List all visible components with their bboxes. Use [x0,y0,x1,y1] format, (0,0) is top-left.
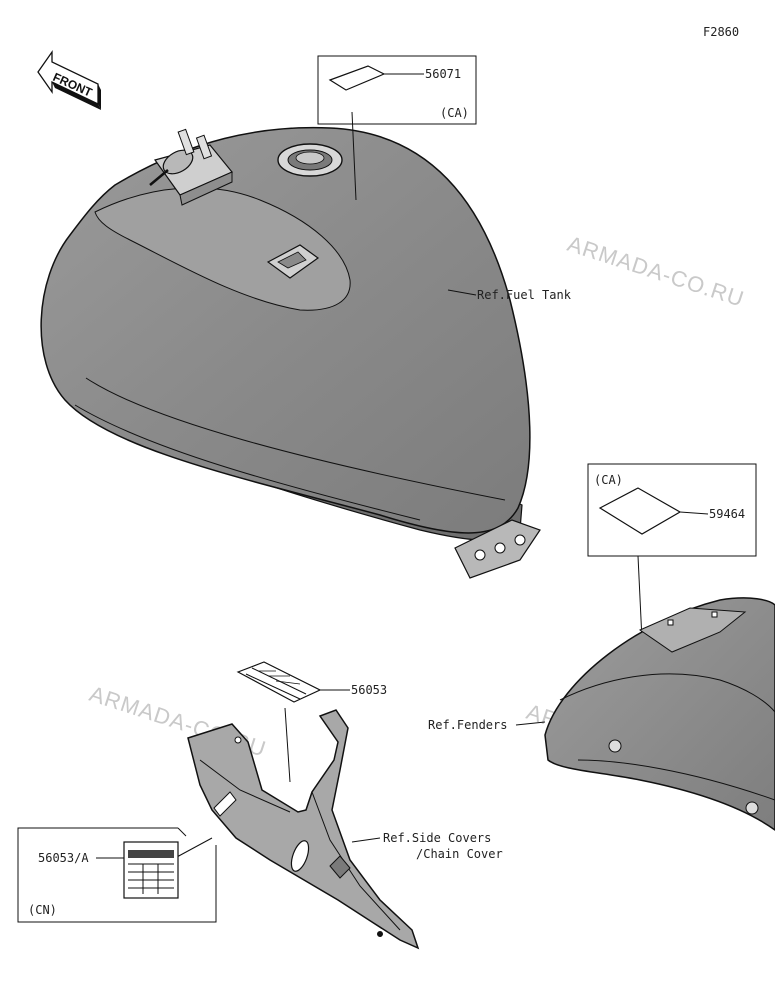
label-decal-56053a [123,841,179,899]
tank-fitting [149,128,233,206]
callout-box-59464: (CA) 59464 [587,463,757,641]
region-ca-right: (CA) [594,473,623,487]
figure-code: F2860 [703,25,739,39]
region-cn: (CN) [28,903,57,917]
ref-fuel-tank-label: Ref.Fuel Tank [477,288,572,302]
fuel-tank [40,126,541,579]
tank-rear-mount [454,519,541,579]
callout-box-56053a: 56053/A (CN) [17,827,217,923]
tank-latch [266,244,320,279]
part-number-56053a: 56053/A [38,851,89,865]
part-number-56071: 56071 [425,67,461,81]
label-decal-56053 [236,661,322,703]
part-number-59464: 59464 [709,507,745,521]
side-cover [187,709,420,950]
watermark-2: ARMADA-CO.RU [564,231,747,312]
front-arrow-icon: FRONT [37,49,101,110]
part-number-56053: 56053 [351,683,387,697]
ref-chain-cover-label: /Chain Cover [416,847,503,861]
ref-side-covers-label: Ref.Side Covers [383,831,491,845]
rear-fender [544,597,775,831]
callout-box-56071: 56071 (CA) [317,55,477,201]
ref-fenders-label: Ref.Fenders [428,718,507,732]
region-ca-top: (CA) [440,106,469,120]
